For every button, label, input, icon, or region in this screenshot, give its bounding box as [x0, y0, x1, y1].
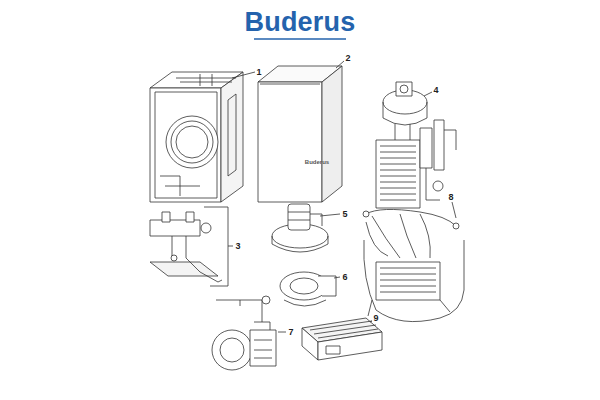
- leader-line: [232, 72, 255, 78]
- leader-line: [334, 277, 340, 278]
- callout-number: 6: [342, 273, 347, 282]
- wiring-part: [363, 209, 464, 321]
- callout-number: 8: [448, 193, 453, 202]
- pump-part: [212, 296, 276, 370]
- leader-line: [228, 246, 233, 247]
- leader-line: [336, 61, 344, 68]
- leader-line: [320, 214, 340, 216]
- logo-underline: [254, 38, 346, 40]
- leader-line: [278, 332, 286, 333]
- casing-part: [258, 66, 342, 202]
- callout-number: 4: [433, 86, 438, 95]
- callout-number: 2: [345, 54, 350, 63]
- callout-number: 9: [373, 314, 378, 323]
- callout-number: 7: [288, 328, 293, 337]
- tray-part: [302, 318, 382, 360]
- callout-number: 1: [256, 68, 261, 77]
- callout-number: 3: [235, 242, 240, 251]
- leader-line: [424, 92, 432, 96]
- callout-number: 5: [342, 210, 347, 219]
- fan-part: [272, 204, 328, 252]
- leader-line: [370, 321, 372, 322]
- casing-logo: Buderus: [305, 159, 329, 165]
- frame-part: [150, 72, 243, 202]
- brand-logo: Buderus: [245, 9, 356, 36]
- leader-line: [452, 202, 456, 218]
- fan-housing-part: [280, 272, 336, 306]
- burner-assembly-part: [376, 82, 456, 208]
- bracket-line: [204, 207, 228, 286]
- valve-assembly-part: [150, 212, 222, 282]
